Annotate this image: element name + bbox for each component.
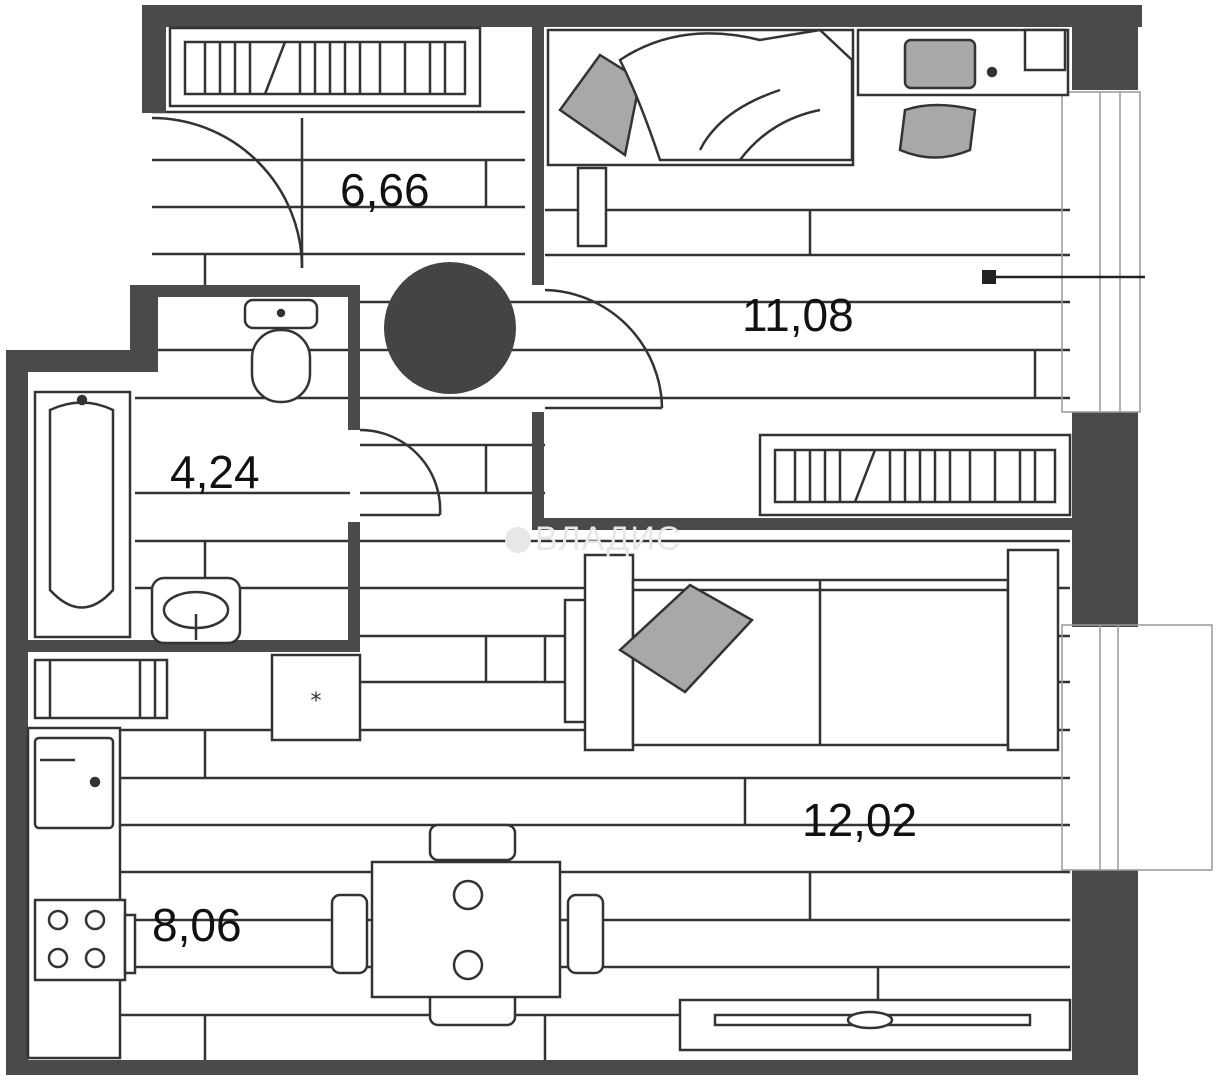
house-logo-icon [505, 527, 531, 553]
room-area-kitchen: 8,06 [152, 899, 242, 951]
room-area-living: 12,02 [802, 794, 918, 846]
sink-icon [150, 576, 242, 645]
watermark: ВЛАДИС [505, 520, 681, 559]
walls [6, 5, 1142, 1075]
bedroom-radiator-icon [758, 433, 1072, 517]
toilet-icon [243, 298, 319, 404]
kitchen-counter [26, 726, 137, 1060]
svg-text:*: * [311, 689, 322, 714]
room-area-bedroom: 11,08 [742, 289, 854, 341]
bed-icon [546, 28, 855, 248]
storage-shelves: * [33, 653, 362, 742]
dining-table-icon [330, 823, 605, 1027]
doors [151, 116, 664, 517]
desk-chair-icon [856, 28, 1070, 159]
watermark-text: ВЛАДИС [535, 520, 682, 558]
sofa-icon [563, 548, 1060, 752]
windows [1061, 91, 1213, 871]
room-area-hall: 6,66 [340, 164, 430, 216]
wall-switch-icon [982, 270, 1145, 284]
column [384, 262, 516, 394]
tv-stand-icon [678, 998, 1072, 1052]
hall-radiator-icon [168, 26, 482, 108]
bathtub-icon [33, 390, 132, 639]
room-area-bathroom: 4,24 [170, 446, 260, 498]
